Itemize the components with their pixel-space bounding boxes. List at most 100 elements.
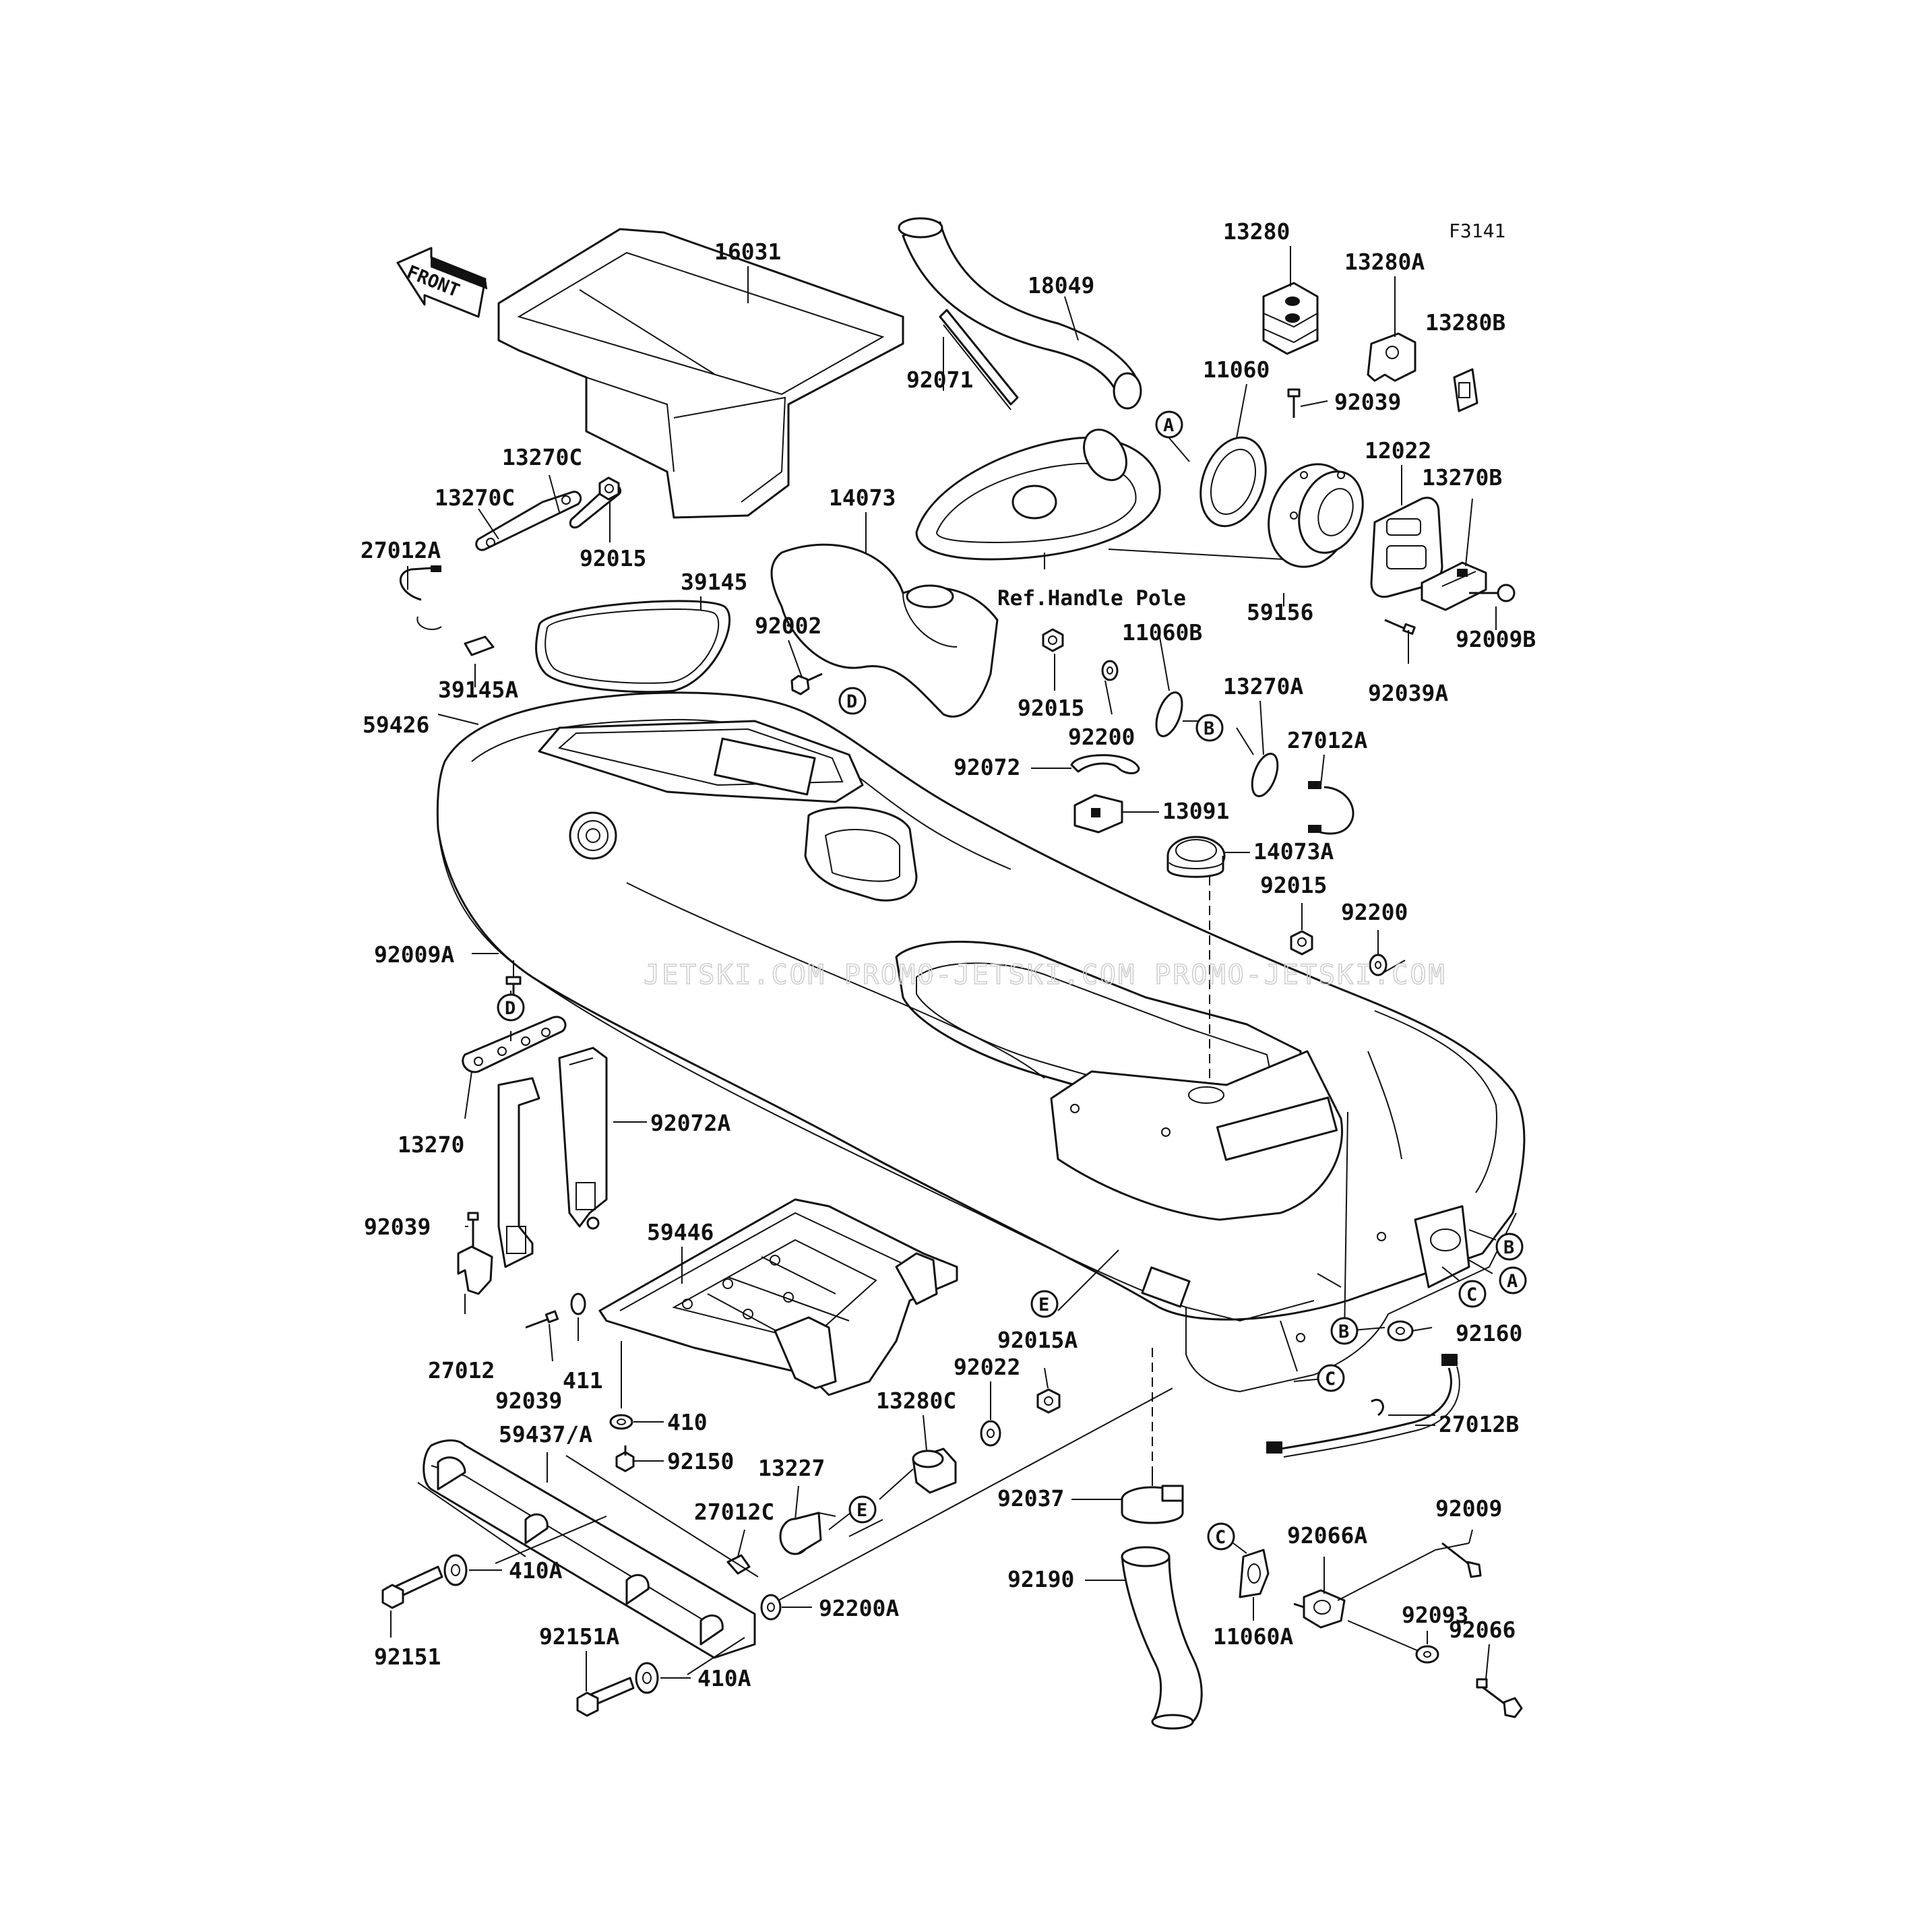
- washer-92200-top: [1101, 660, 1119, 681]
- vent-housing-59156: [1268, 463, 1364, 568]
- strap-left: [497, 1077, 540, 1268]
- label-410: 410: [667, 1409, 708, 1435]
- washer-92093: [1415, 1645, 1439, 1664]
- nut-92015A: [1036, 1388, 1061, 1414]
- clip-13280B: [1453, 368, 1478, 412]
- plate-13270: [462, 1016, 567, 1073]
- label-13270B: 13270B: [1422, 464, 1502, 491]
- screw-92039-bottom: [525, 1310, 559, 1329]
- label-92072A: 92072A: [650, 1110, 730, 1136]
- callout-d-top: D: [846, 691, 857, 712]
- label-59446: 59446: [647, 1219, 714, 1245]
- drain-92066A: [1293, 1589, 1346, 1629]
- gasket-11060A: [1239, 1549, 1270, 1598]
- label-92160: 92160: [1456, 1320, 1522, 1346]
- clamp-13280A: [1367, 332, 1416, 382]
- label-410A-lower: 410A: [697, 1665, 751, 1691]
- intake-duct-14073: [770, 543, 999, 718]
- nut-92015-right: [1290, 930, 1313, 956]
- label-92009: 92009: [1435, 1495, 1502, 1522]
- bracket-13270B: [1421, 561, 1487, 611]
- label-92015-mid: 92015: [1018, 695, 1084, 721]
- label-92200-mid: 92200: [1068, 724, 1135, 750]
- label-13270A: 13270A: [1223, 673, 1303, 699]
- label-13091: 13091: [1162, 798, 1229, 824]
- loop-27012A-left: [399, 565, 442, 630]
- label-16031: 16031: [714, 239, 781, 265]
- clamp-13280: [1262, 282, 1319, 355]
- label-92022: 92022: [954, 1354, 1020, 1380]
- label-14073: 14073: [829, 485, 896, 511]
- label-92066A: 92066A: [1287, 1522, 1367, 1549]
- bolt-92151: [381, 1565, 443, 1609]
- label-92009B: 92009B: [1456, 626, 1536, 652]
- label-13280C: 13280C: [876, 1388, 956, 1414]
- bolt-92009B: [1469, 584, 1516, 602]
- label-92190: 92190: [1007, 1566, 1074, 1592]
- label-27012B: 27012B: [1439, 1411, 1519, 1437]
- plate-13270A: [1251, 753, 1279, 797]
- strap-92072A: [558, 1047, 608, 1230]
- block-13091: [1073, 794, 1123, 834]
- washer-410A-lower: [635, 1662, 659, 1694]
- bolt-92151A: [576, 1677, 635, 1717]
- callout-c-right: C: [1466, 1284, 1477, 1305]
- storage-tray-16031: [497, 228, 904, 519]
- label-59426: 59426: [363, 712, 429, 738]
- label-92200A: 92200A: [819, 1595, 899, 1621]
- label-92009A: 92009A: [374, 941, 454, 968]
- label-92071: 92071: [906, 367, 973, 393]
- label-59437A: 59437/A: [499, 1421, 592, 1447]
- label-13280: 13280: [1223, 218, 1290, 245]
- label-92015-top: 92015: [580, 545, 646, 571]
- hose-92190: [1121, 1546, 1203, 1730]
- handle-27012B: [1266, 1354, 1460, 1458]
- ride-plate-59446: [598, 1198, 958, 1396]
- label-13280B: 13280B: [1425, 309, 1505, 336]
- label-13227: 13227: [758, 1455, 825, 1481]
- washer-92200A: [760, 1594, 782, 1621]
- plate-13270C-a: [475, 491, 582, 551]
- screw-92039-left: [467, 1212, 479, 1247]
- label-92039-bottom: 92039: [495, 1388, 562, 1414]
- callout-b-top: B: [1204, 718, 1214, 739]
- nut-92015-mid: [1042, 628, 1064, 652]
- loop-27012A-right: [1308, 781, 1354, 835]
- label-92002: 92002: [755, 613, 821, 639]
- screw-92039A: [1384, 619, 1416, 635]
- cap-13227: [779, 1512, 822, 1555]
- callout-d-left: D: [505, 998, 516, 1019]
- label-92039-top: 92039: [1334, 389, 1401, 415]
- label-27012A-left: 27012A: [361, 537, 441, 563]
- sponson-59437A: [423, 1439, 756, 1659]
- clip-27012: [457, 1245, 493, 1295]
- label-39145A: 39145A: [438, 677, 518, 703]
- callout-circles: A D B D B A C E B C E C: [497, 410, 1527, 1551]
- callout-c-mid: C: [1325, 1369, 1336, 1390]
- grommet-13280C: [912, 1447, 957, 1494]
- callout-b-right: B: [1503, 1237, 1514, 1258]
- clamp-92037: [1121, 1485, 1184, 1524]
- plug-92066: [1476, 1678, 1523, 1718]
- bolt-92009: [1441, 1542, 1482, 1578]
- callout-c-bottom: C: [1215, 1527, 1226, 1548]
- callout-b-mid: B: [1338, 1321, 1349, 1342]
- label-92151: 92151: [374, 1644, 441, 1670]
- label-11060: 11060: [1203, 356, 1270, 383]
- nut-92015-top: [598, 476, 620, 501]
- label-92151A: 92151A: [539, 1623, 619, 1650]
- bolt-92150: [615, 1445, 635, 1472]
- gasket-11060B: [1155, 691, 1183, 737]
- label-13270C-left: 13270C: [435, 485, 515, 511]
- watermark: JETSKI.COM PROMO-JETSKI.COM PROMO-JETSKI…: [644, 960, 1447, 991]
- bolt-92009A: [505, 976, 522, 994]
- washer-410: [609, 1414, 633, 1430]
- ref-note: Ref.Handle Pole: [997, 586, 1186, 611]
- deck-59426: [436, 691, 1526, 1321]
- label-92093: 92093: [1402, 1602, 1468, 1628]
- label-92066: 92066: [1449, 1617, 1516, 1643]
- washer-92160: [1387, 1320, 1414, 1342]
- label-27012A-right: 27012A: [1287, 727, 1367, 753]
- washer-410A-upper: [443, 1554, 468, 1586]
